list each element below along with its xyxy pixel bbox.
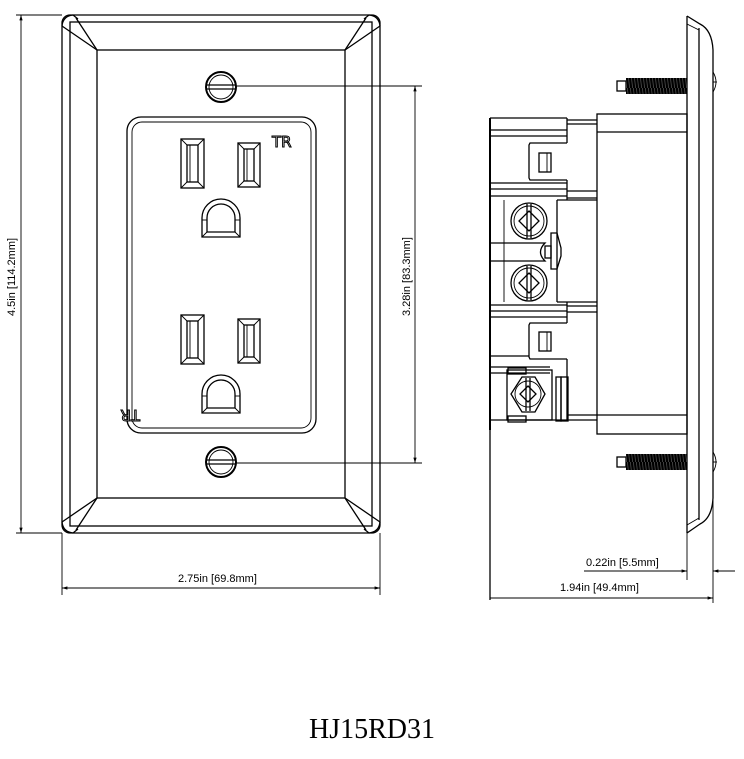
terminal-screw-icon xyxy=(510,202,548,240)
upper-outlet: TR xyxy=(180,133,292,238)
ground-hole-icon xyxy=(201,374,241,414)
hot-slot-icon xyxy=(237,142,261,188)
ground-screw-icon xyxy=(506,367,553,423)
bottom-mounting-screw-icon xyxy=(616,454,687,470)
receptacle-face-inner xyxy=(131,121,312,429)
wallplate-bevel xyxy=(96,49,346,499)
width-dimension: 2.75in [69.8mm] xyxy=(178,573,257,585)
plate-profile xyxy=(686,15,717,534)
hot-slot-icon xyxy=(237,318,261,364)
wallplate-outline xyxy=(61,14,381,534)
plate-thickness-dimension: 0.22in [5.5mm] xyxy=(586,557,659,569)
neutral-slot-icon xyxy=(180,138,205,189)
screw-spacing-dimension: 3.28in [83.3mm] xyxy=(401,237,413,316)
top-screw-icon xyxy=(205,71,237,103)
depth-dimension: 1.94in [49.4mm] xyxy=(560,582,639,594)
lower-outlet: TR xyxy=(120,314,261,425)
receptacle-face xyxy=(126,116,317,434)
top-mounting-screw-icon xyxy=(616,78,687,94)
bottom-screw-icon xyxy=(205,446,237,478)
tr-label-top: TR xyxy=(271,133,292,151)
tr-label-bottom: TR xyxy=(120,406,141,424)
front-dimensions: 4.5in [114.2mm] 3.28in [83.3mm] 2.75in [… xyxy=(6,14,422,595)
front-view: TR TR xyxy=(61,14,381,534)
neutral-slot-icon xyxy=(180,314,205,365)
terminal-screw-icon xyxy=(510,264,548,302)
bevel-corners xyxy=(61,14,381,534)
ground-hole-icon xyxy=(201,198,241,238)
model-number: HJ15RD31 xyxy=(308,714,435,745)
height-dimension: 4.5in [114.2mm] xyxy=(6,238,18,316)
wallplate-inner-edge xyxy=(69,21,373,527)
receptacle-body xyxy=(489,113,688,600)
side-dimensions: 1.94in [49.4mm] 0.22in [5.5mm] xyxy=(490,498,735,603)
side-view xyxy=(489,15,717,600)
